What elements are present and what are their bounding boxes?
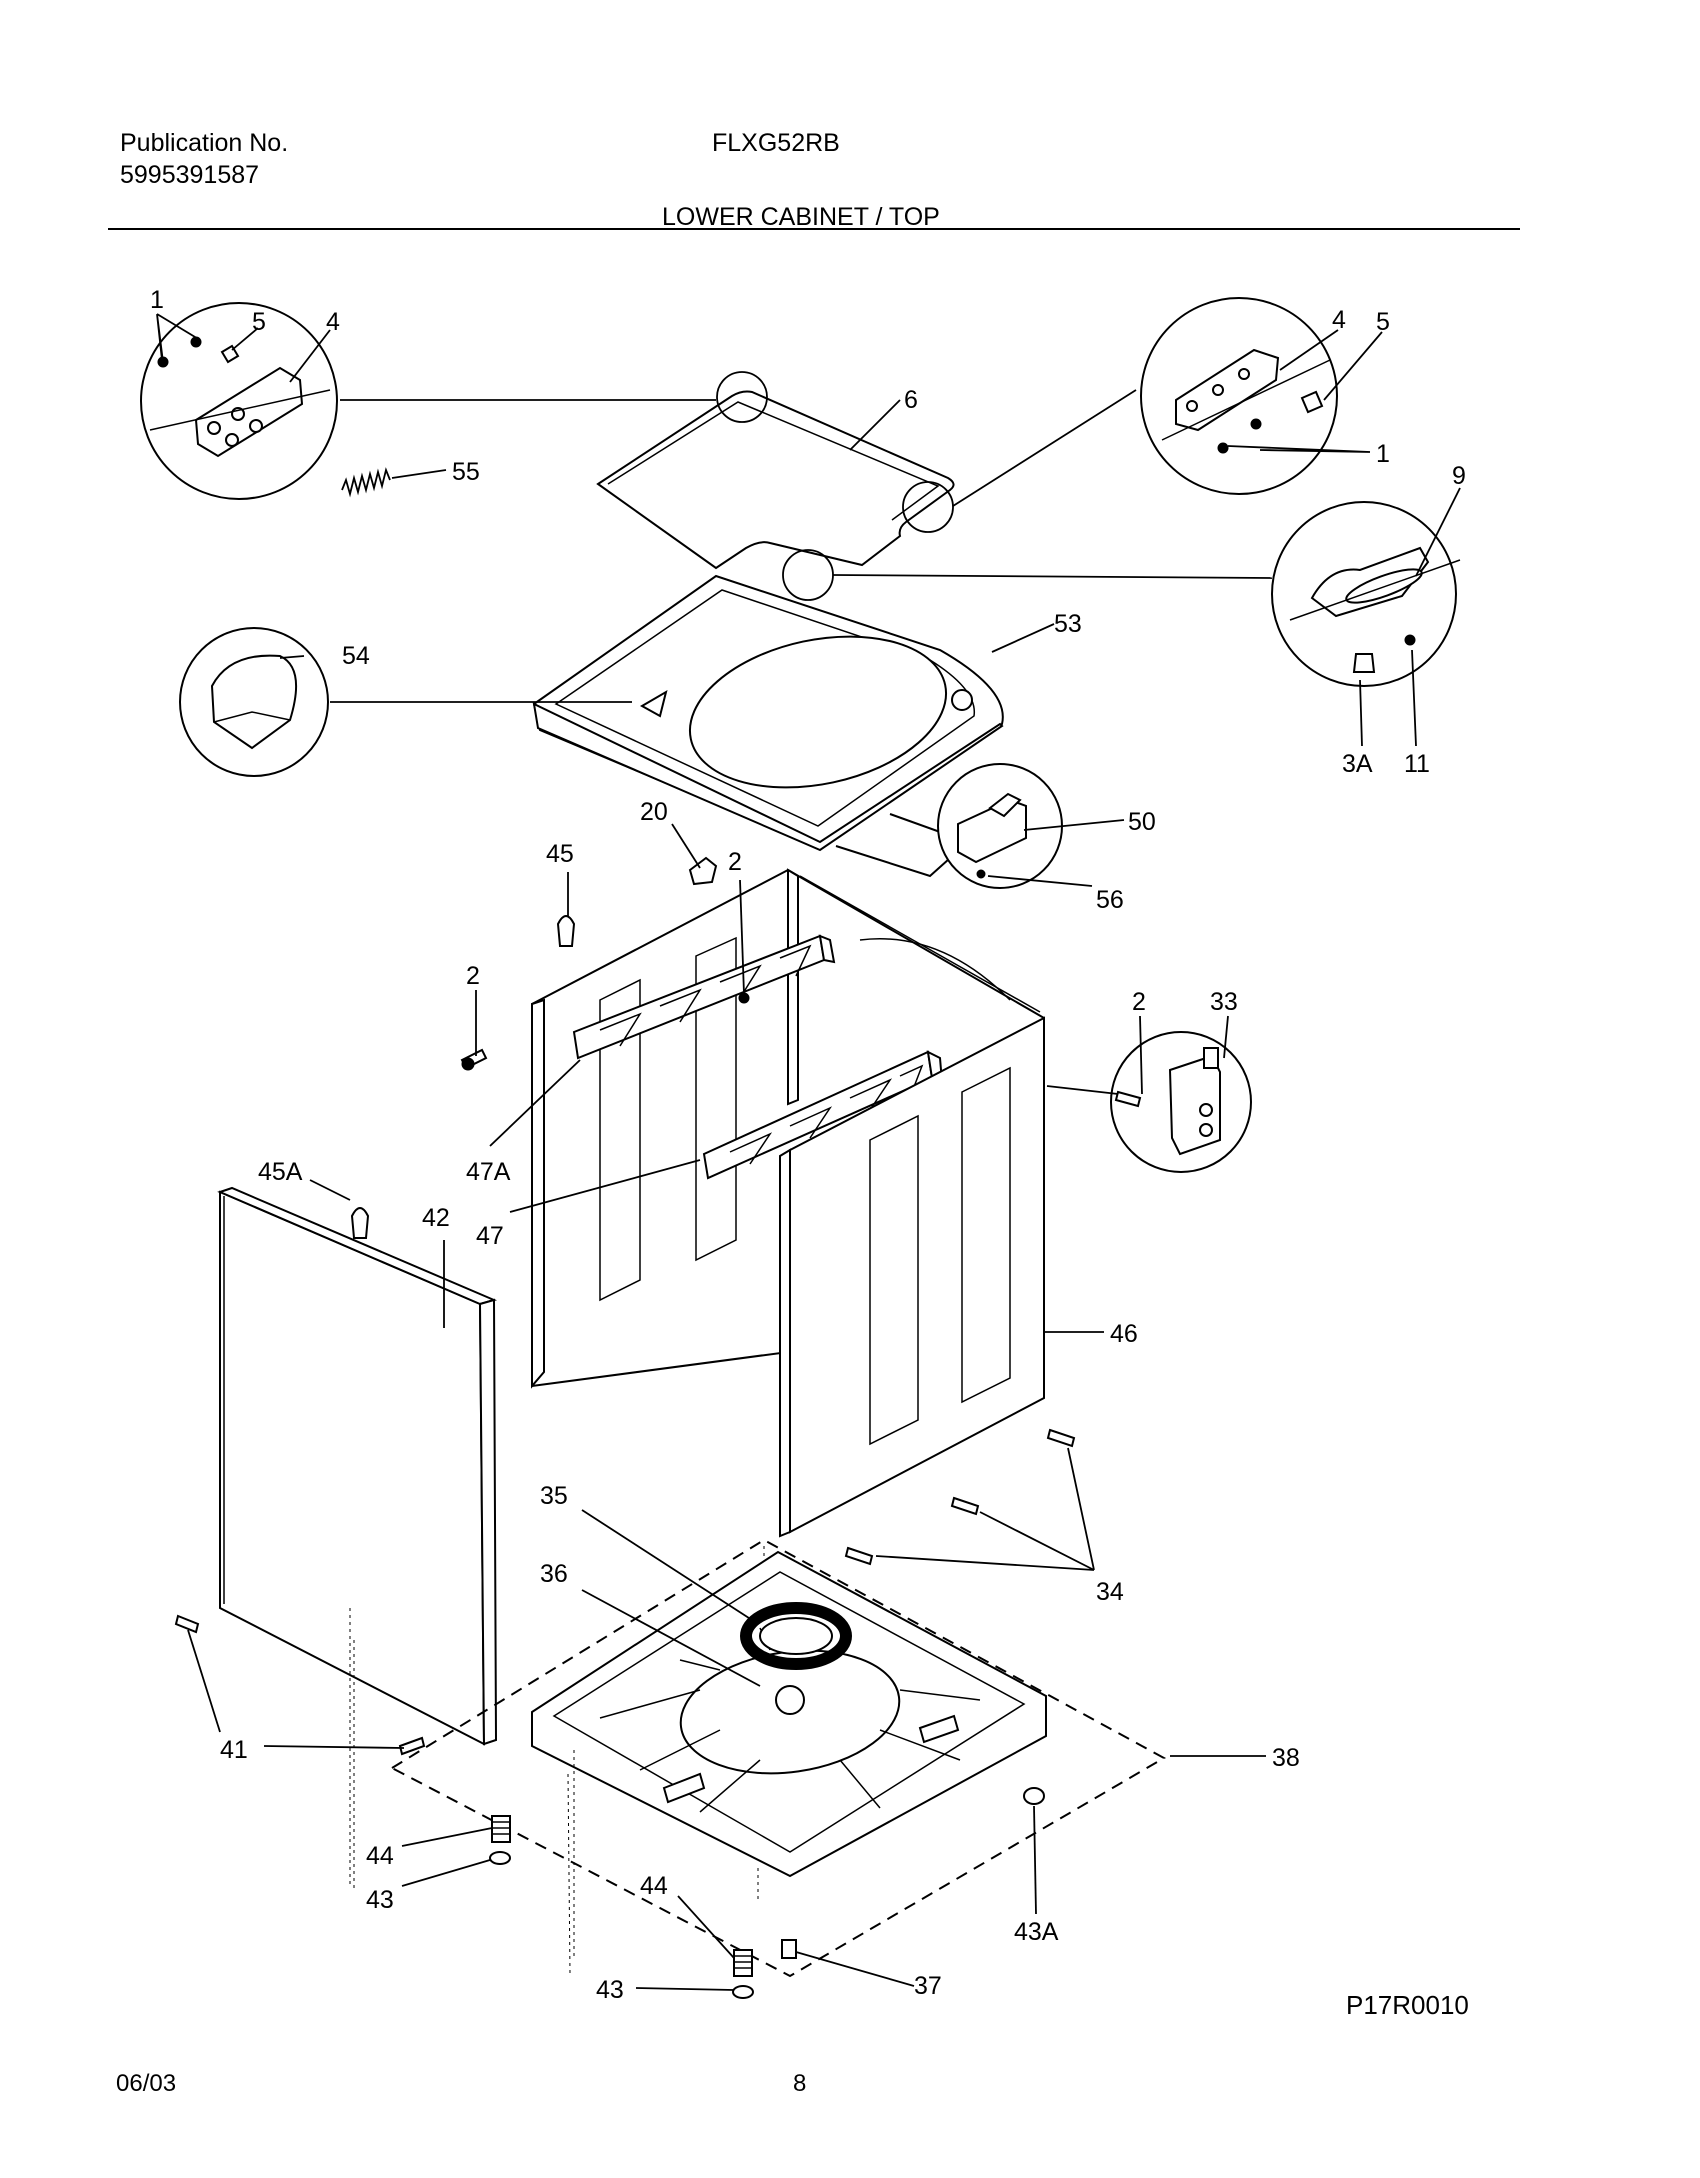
header-rule bbox=[108, 228, 1520, 230]
detail-circle-hinge-left bbox=[140, 302, 338, 500]
callout-55: 55 bbox=[452, 458, 480, 486]
callout-2: 2 bbox=[728, 848, 742, 876]
top-cover-part bbox=[532, 574, 1004, 878]
callout-20: 20 bbox=[640, 798, 668, 826]
callout-41: 41 bbox=[220, 1736, 248, 1764]
diagram-code: P17R0010 bbox=[1346, 1990, 1469, 2020]
callout-6: 6 bbox=[904, 386, 918, 414]
callout-4: 4 bbox=[326, 308, 340, 336]
callout-33: 33 bbox=[1210, 988, 1238, 1016]
section-title: LOWER CABINET / TOP bbox=[662, 203, 940, 231]
callout-53: 53 bbox=[1054, 610, 1082, 638]
right-side-panel bbox=[779, 1016, 1045, 1538]
callout-35: 35 bbox=[540, 1482, 568, 1510]
detail-circle-50 bbox=[937, 763, 1063, 889]
callout-44: 44 bbox=[366, 1842, 394, 1870]
callout-9: 9 bbox=[1452, 462, 1466, 490]
callout-34: 34 bbox=[1096, 1578, 1124, 1606]
callout-1: 1 bbox=[1376, 440, 1390, 468]
callout-45: 45 bbox=[546, 840, 574, 868]
callout-44: 44 bbox=[640, 1872, 668, 1900]
cabinet-base bbox=[531, 1550, 1047, 1878]
detail-circle-hinge-right bbox=[1140, 297, 1338, 495]
callout-1: 1 bbox=[150, 286, 164, 314]
lid-part bbox=[596, 390, 955, 570]
callout-36: 36 bbox=[540, 1560, 568, 1588]
callout-47: 47 bbox=[476, 1222, 504, 1250]
callout-43: 43 bbox=[596, 1976, 624, 2004]
detail-circle-lid-right bbox=[902, 481, 954, 533]
callout-5: 5 bbox=[1376, 308, 1390, 336]
callout-45a: 45A bbox=[258, 1158, 303, 1186]
spring-55 bbox=[341, 467, 391, 498]
callout-labels: 1 5 4 55 6 4 5 1 9 53 54 3A 11 20 2 45 5… bbox=[150, 286, 1466, 2004]
callout-43a: 43A bbox=[1014, 1918, 1059, 1946]
page-number: 8 bbox=[793, 2070, 807, 2097]
callout-47a: 47A bbox=[466, 1158, 511, 1186]
fasteners bbox=[174, 856, 1076, 1999]
publication-label: Publication No. bbox=[120, 129, 289, 157]
callout-5: 5 bbox=[252, 308, 266, 336]
bracket-47a bbox=[572, 934, 836, 1060]
detail-circle-lid-left bbox=[716, 371, 768, 423]
callout-54: 54 bbox=[342, 642, 370, 670]
callout-3a: 3A bbox=[1342, 750, 1373, 778]
detail-circle-top-hinge bbox=[782, 549, 834, 601]
front-panel bbox=[217, 1186, 498, 1746]
leader-lines bbox=[156, 313, 1461, 1991]
publication-number: 5995391587 bbox=[120, 161, 260, 189]
callout-2: 2 bbox=[466, 962, 480, 990]
callout-4: 4 bbox=[1332, 306, 1346, 334]
callout-11: 11 bbox=[1404, 750, 1430, 778]
detail-circle-hinge-lower-right bbox=[1271, 501, 1461, 687]
callout-38: 38 bbox=[1272, 1744, 1300, 1772]
base-outline-dashed bbox=[389, 1538, 1167, 1978]
callout-50: 50 bbox=[1128, 808, 1156, 836]
callout-37: 37 bbox=[914, 1972, 942, 2000]
detail-circle-33 bbox=[1110, 1031, 1252, 1173]
callout-43: 43 bbox=[366, 1886, 394, 1914]
footer-date: 06/03 bbox=[116, 2070, 177, 2097]
model-number: FLXG52RB bbox=[712, 129, 840, 157]
callout-46: 46 bbox=[1110, 1320, 1138, 1348]
callout-2: 2 bbox=[1132, 988, 1146, 1016]
callout-56: 56 bbox=[1096, 886, 1124, 914]
seal-ring-35 bbox=[740, 1602, 852, 1670]
callout-42: 42 bbox=[422, 1204, 450, 1232]
detail-circle-54 bbox=[179, 627, 329, 777]
